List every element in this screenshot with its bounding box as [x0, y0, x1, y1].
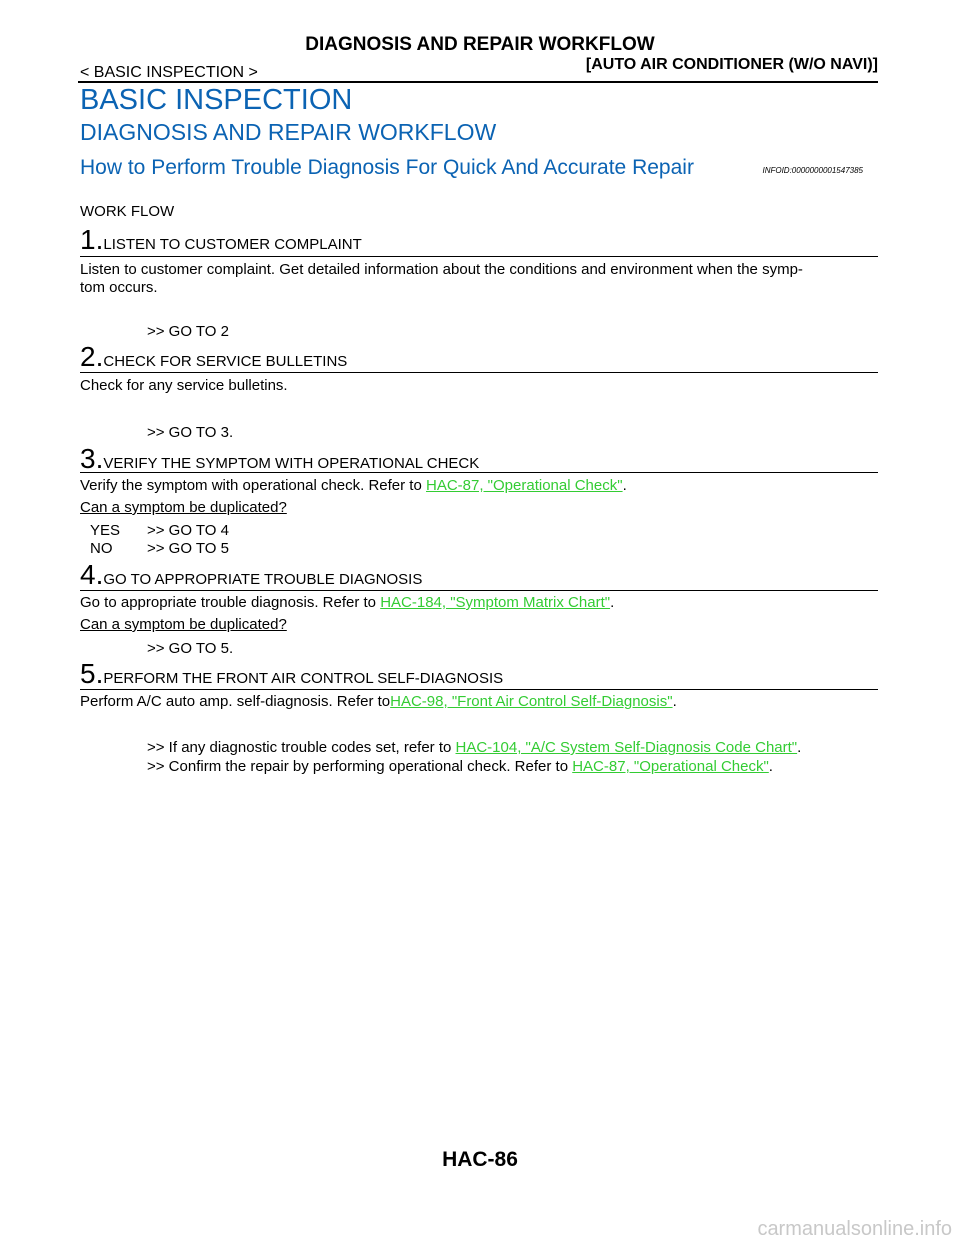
step-5-body-text: Perform A/C auto amp. self-diagnosis. Re…: [80, 693, 391, 710]
step-5-body-suffix: .: [672, 693, 677, 710]
step-2-heading: 2.CHECK FOR SERVICE BULLETINS: [80, 343, 347, 371]
step-number: 1.: [80, 224, 104, 255]
step-rule: [80, 590, 878, 591]
running-title: DIAGNOSIS AND REPAIR WORKFLOW: [305, 34, 655, 55]
step-1-body-line1: Listen to customer complaint. Get detail…: [80, 261, 803, 278]
no-result: >> GO TO 5: [147, 540, 229, 557]
section-tag: < BASIC INSPECTION >: [80, 64, 258, 81]
step-4-question: Can a symptom be duplicated?: [80, 616, 287, 633]
result-1-text: >> If any diagnostic trouble codes set, …: [147, 739, 456, 756]
yes-result: >> GO TO 4: [147, 522, 229, 539]
step-5-result-1: >> If any diagnostic trouble codes set, …: [147, 739, 801, 756]
header-rule: [78, 81, 878, 83]
no-label: NO: [90, 540, 113, 557]
step-number: 2.: [80, 341, 104, 372]
step-2-body: Check for any service bulletins.: [80, 377, 288, 394]
result-2-suffix: .: [768, 758, 773, 775]
step-2-result: >> GO TO 3.: [147, 424, 234, 441]
step-title: GO TO APPROPRIATE TROUBLE DIAGNOSIS: [103, 571, 423, 588]
info-id: INFOID:0000000001547385: [762, 166, 863, 175]
operational-check-link[interactable]: HAC-87, "Operational Check": [426, 477, 623, 494]
watermark: carmanualsonline.info: [757, 1218, 952, 1240]
step-rule: [80, 689, 878, 690]
step-5-heading: 5.PERFORM THE FRONT AIR CONTROL SELF-DIA…: [80, 660, 503, 688]
step-title: CHECK FOR SERVICE BULLETINS: [103, 353, 348, 370]
yes-label: YES: [90, 522, 121, 539]
section-heading: BASIC INSPECTION: [80, 84, 353, 116]
symptom-matrix-chart-link[interactable]: HAC-184, "Symptom Matrix Chart": [380, 594, 611, 611]
step-4-body-text: Go to appropriate trouble diagnosis. Ref…: [80, 594, 381, 611]
step-rule: [80, 472, 878, 473]
step-3-question: Can a symptom be duplicated?: [80, 499, 287, 516]
step-4-heading: 4.GO TO APPROPRIATE TROUBLE DIAGNOSIS: [80, 561, 422, 589]
operational-check-link-2[interactable]: HAC-87, "Operational Check": [572, 758, 769, 775]
step-1-result: >> GO TO 2: [147, 323, 229, 340]
step-title: LISTEN TO CUSTOMER COMPLAINT: [103, 236, 362, 253]
step-title: VERIFY THE SYMPTOM WITH OPERATIONAL CHEC…: [103, 455, 480, 472]
result-2-text: >> Confirm the repair by performing oper…: [147, 758, 573, 775]
step-3-body-text: Verify the symptom with operational chec…: [80, 477, 426, 494]
step-rule: [80, 256, 878, 257]
code-chart-link[interactable]: HAC-104, "A/C System Self-Diagnosis Code…: [455, 739, 798, 756]
result-1-suffix: .: [797, 739, 802, 756]
step-number: 5.: [80, 658, 104, 689]
page-number: HAC-86: [442, 1148, 518, 1171]
work-flow-label: WORK FLOW: [80, 203, 175, 220]
step-rule: [80, 372, 878, 373]
step-title: PERFORM THE FRONT AIR CONTROL SELF-DIAGN…: [103, 670, 504, 687]
topic-heading: DIAGNOSIS AND REPAIR WORKFLOW: [80, 119, 497, 145]
step-4-body: Go to appropriate trouble diagnosis. Ref…: [80, 594, 614, 611]
self-diagnosis-link[interactable]: HAC-98, "Front Air Control Self-Diagnosi…: [390, 693, 673, 710]
step-4-body-suffix: .: [610, 594, 615, 611]
step-1-body-line2: tom occurs.: [80, 279, 158, 296]
step-3-body-suffix: .: [622, 477, 627, 494]
procedure-heading: How to Perform Trouble Diagnosis For Qui…: [80, 156, 694, 179]
step-5-body: Perform A/C auto amp. self-diagnosis. Re…: [80, 693, 677, 710]
step-5-result-2: >> Confirm the repair by performing oper…: [147, 758, 773, 775]
step-3-body: Verify the symptom with operational chec…: [80, 477, 627, 494]
step-4-result: >> GO TO 5.: [147, 640, 234, 657]
system-tag: [AUTO AIR CONDITIONER (W/O NAVI)]: [585, 56, 878, 73]
step-1-heading: 1.LISTEN TO CUSTOMER COMPLAINT: [80, 226, 362, 254]
step-number: 3.: [80, 443, 104, 474]
step-number: 4.: [80, 559, 104, 590]
step-3-heading: 3.VERIFY THE SYMPTOM WITH OPERATIONAL CH…: [80, 445, 479, 473]
